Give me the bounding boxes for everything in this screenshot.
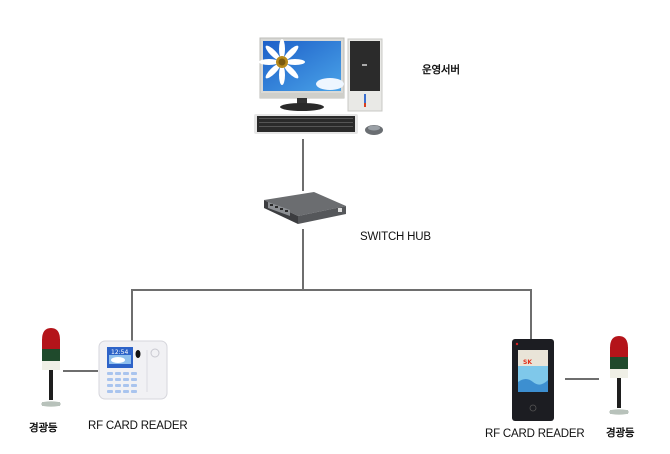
- edge-left-reader-to-lamp: [63, 370, 98, 372]
- edge-right-reader-to-lamp: [565, 378, 599, 380]
- signal-tower-lamp-icon: [609, 336, 629, 415]
- switch-node[interactable]: [262, 190, 348, 228]
- edge-bus-to-right-reader: [530, 289, 532, 339]
- reader-left-node[interactable]: 12:54: [98, 340, 168, 400]
- lamp-right-node[interactable]: [606, 334, 632, 420]
- reader-right-label: RF CARD READER: [485, 428, 585, 440]
- lamp-left-label: 경광등: [29, 422, 58, 434]
- svg-text:SK: SK: [523, 359, 532, 366]
- reader-right-node[interactable]: SK: [511, 338, 555, 422]
- edge-switch-down: [302, 229, 304, 290]
- reader-screen-time: 12:54: [111, 349, 128, 356]
- switch-label: SWITCH HUB: [360, 231, 431, 243]
- server-node[interactable]: [252, 36, 392, 140]
- reader-left-label: RF CARD READER: [88, 420, 188, 432]
- edge-bus-to-left-reader: [131, 289, 133, 341]
- edge-bus-horizontal: [131, 289, 532, 291]
- rf-card-reader-keypad-icon: 12:54: [98, 340, 168, 400]
- lamp-right-label: 경광등: [606, 427, 635, 439]
- desktop-computer-icon: [254, 37, 383, 135]
- signal-tower-lamp-icon: [41, 328, 61, 407]
- server-label: 운영서버: [422, 64, 460, 76]
- network-switch-icon: [264, 192, 346, 224]
- lamp-left-node[interactable]: [38, 326, 64, 412]
- rf-card-reader-touchscreen-icon: SK: [512, 339, 554, 421]
- edge-server-to-switch: [302, 139, 304, 191]
